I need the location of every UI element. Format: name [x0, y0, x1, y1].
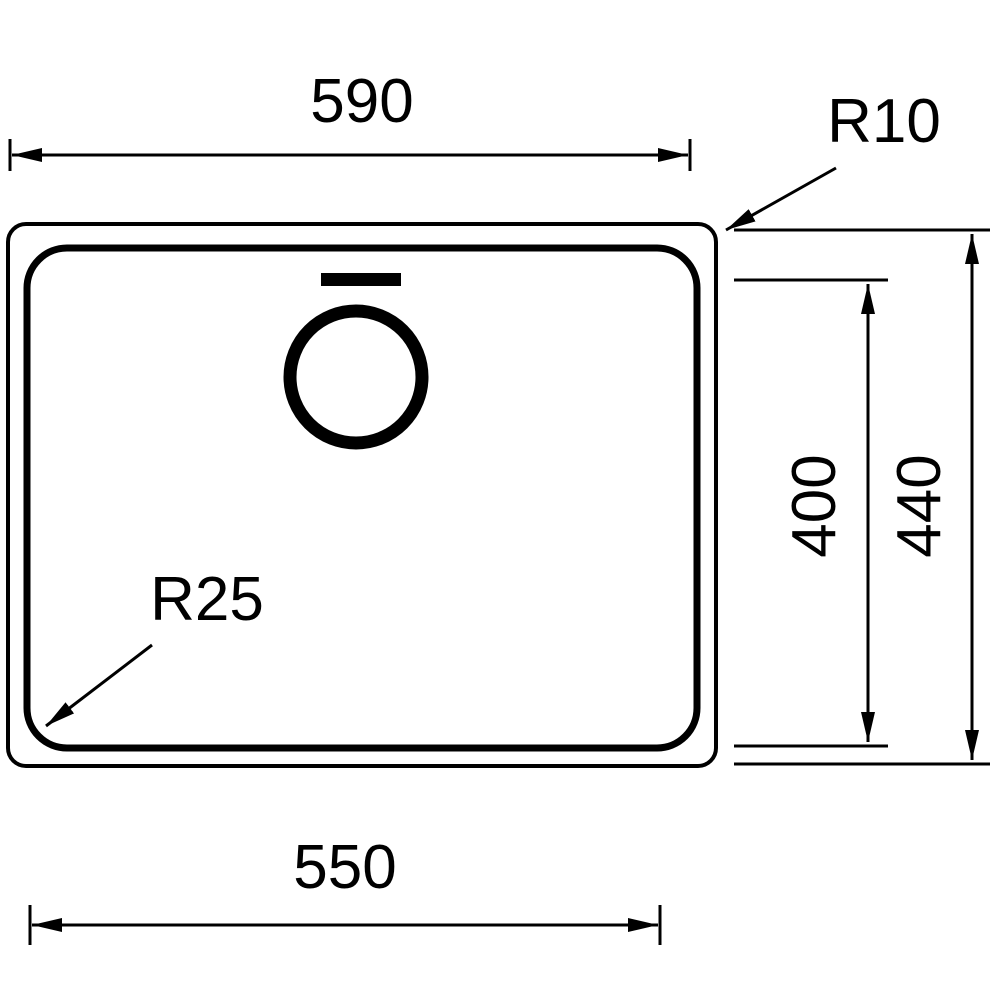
dimension-bottom-width	[28, 905, 662, 945]
overflow-slot	[321, 273, 401, 286]
sink-outer-outline	[6, 222, 718, 768]
dim-label-bottom-width: 550	[293, 833, 396, 902]
dim-label-inner-radius: R25	[150, 565, 264, 634]
dimension-inner-height	[734, 278, 888, 748]
dim-label-outer-radius: R10	[827, 87, 941, 156]
dim-label-inner-height: 400	[780, 454, 849, 557]
dim-label-top-width: 590	[310, 67, 413, 136]
dim-label-outer-height: 440	[885, 454, 954, 557]
sink-bowl-outline	[23, 244, 701, 752]
leader-line-inner-radius	[45, 643, 153, 728]
leader-line-outer-radius	[725, 166, 837, 232]
dimension-top-width	[8, 139, 692, 171]
dimension-outer-height	[734, 228, 990, 766]
drain-hole	[283, 304, 429, 450]
